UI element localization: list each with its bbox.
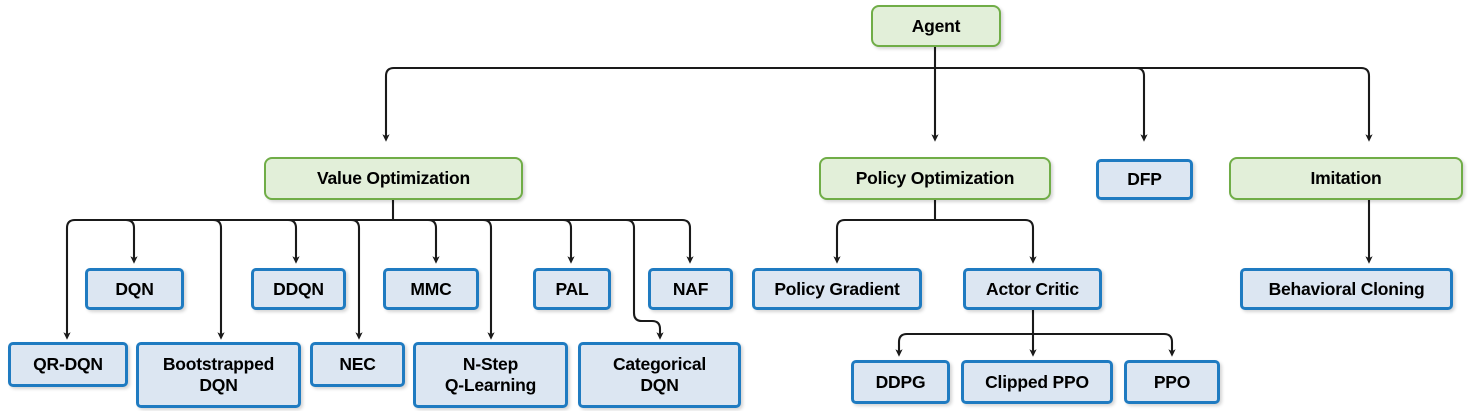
edge-policy-actor-critic <box>935 218 1037 264</box>
node-dqn-label: DQN <box>115 278 154 299</box>
node-naf-label: NAF <box>672 278 709 299</box>
node-ddpg[interactable]: DDPG <box>851 360 950 404</box>
node-actor-critic[interactable]: Actor Critic <box>963 268 1102 310</box>
node-clipped-ppo-label: Clipped PPO <box>985 371 1089 392</box>
node-actor-critic-label: Actor Critic <box>986 278 1079 299</box>
node-ddpg-label: DDPG <box>875 371 926 392</box>
node-categorical-dqn[interactable]: Categorical DQN <box>578 342 741 408</box>
edge-agent-value-optimization <box>382 66 935 142</box>
node-pal[interactable]: PAL <box>533 268 611 310</box>
edge-value-mmc <box>393 218 440 264</box>
edge-value-qr-dqn <box>63 218 393 340</box>
node-ppo-label: PPO <box>1153 371 1191 392</box>
node-bootstrapped-dqn-label: Bootstrapped DQN <box>162 354 275 395</box>
node-imitation[interactable]: Imitation <box>1229 157 1463 200</box>
node-n-step-q-learning[interactable]: N-Step Q-Learning <box>413 342 568 408</box>
node-agent[interactable]: Agent <box>871 5 1001 47</box>
node-n-step-q-learning-label: N-Step Q-Learning <box>444 354 537 395</box>
node-ddqn[interactable]: DDQN <box>251 268 346 310</box>
node-policy-gradient-label: Policy Gradient <box>774 278 900 299</box>
edge-agent-imitation <box>935 66 1373 142</box>
node-clipped-ppo[interactable]: Clipped PPO <box>961 360 1113 404</box>
edge-value-ddqn <box>286 218 393 264</box>
node-mmc[interactable]: MMC <box>383 268 479 310</box>
edge-agent-dfp <box>935 66 1148 142</box>
edge-value-pal <box>393 218 575 264</box>
edge-value-bootstrapped-dqn <box>211 218 393 340</box>
edge-value-naf <box>393 218 694 264</box>
node-behavioral-cloning-label: Behavioral Cloning <box>1268 278 1425 299</box>
node-dfp-label: DFP <box>1127 169 1162 190</box>
node-policy-optimization[interactable]: Policy Optimization <box>819 157 1051 200</box>
node-pal-label: PAL <box>555 278 589 299</box>
node-imitation-label: Imitation <box>1310 168 1382 189</box>
edge-policy-policy-gradient <box>833 218 935 264</box>
node-behavioral-cloning[interactable]: Behavioral Cloning <box>1240 268 1453 310</box>
edge-actor-critic-ppo <box>1033 332 1176 357</box>
edge-actor-critic-ddpg <box>895 332 1033 357</box>
node-policy-gradient[interactable]: Policy Gradient <box>752 268 922 310</box>
node-naf[interactable]: NAF <box>648 268 733 310</box>
node-nec[interactable]: NEC <box>310 342 405 387</box>
node-agent-label: Agent <box>911 15 961 36</box>
node-value-optimization[interactable]: Value Optimization <box>264 157 523 200</box>
edge-value-dqn <box>124 218 393 264</box>
node-qr-dqn-label: QR-DQN <box>33 354 103 375</box>
node-policy-optimization-label: Policy Optimization <box>855 168 1015 189</box>
node-qr-dqn[interactable]: QR-DQN <box>8 342 128 387</box>
edge-value-nec <box>349 218 393 340</box>
node-ppo[interactable]: PPO <box>1124 360 1220 404</box>
node-ddqn-label: DDQN <box>273 278 324 299</box>
edge-value-categorical-dqn <box>393 218 664 340</box>
node-dfp[interactable]: DFP <box>1096 159 1193 200</box>
node-mmc-label: MMC <box>410 278 452 299</box>
node-value-optimization-label: Value Optimization <box>317 168 470 189</box>
node-categorical-dqn-label: Categorical DQN <box>612 354 707 395</box>
node-dqn[interactable]: DQN <box>85 268 184 310</box>
node-nec-label: NEC <box>339 354 376 375</box>
node-bootstrapped-dqn[interactable]: Bootstrapped DQN <box>136 342 301 408</box>
